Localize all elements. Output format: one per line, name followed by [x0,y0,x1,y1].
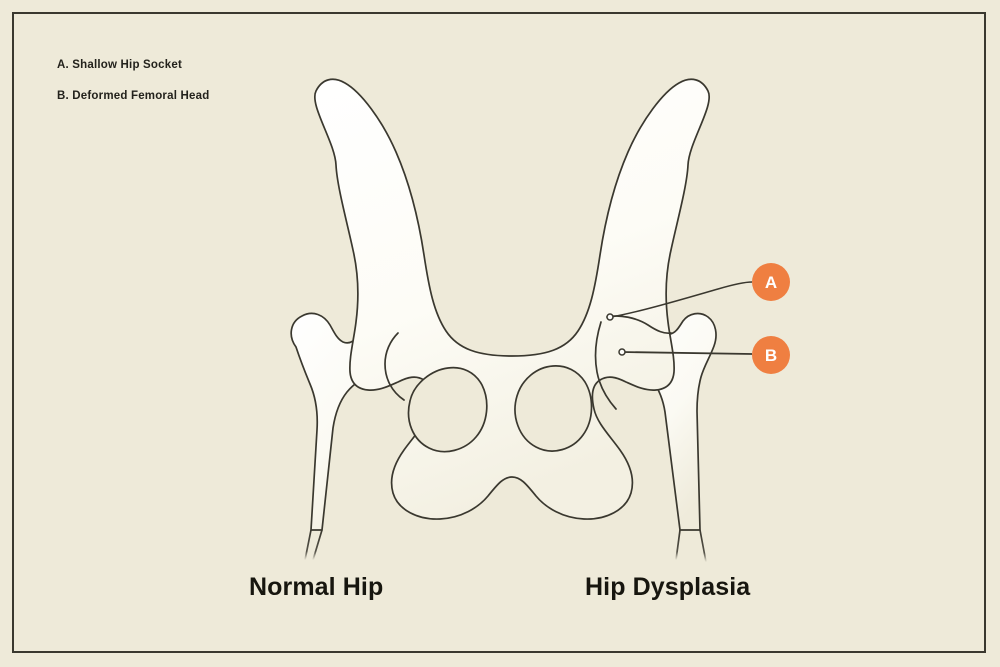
callout-a-leader-line [610,281,753,318]
callout-a[interactable]: A [606,263,790,321]
callout-b[interactable]: B [618,336,790,374]
callout-b-anchor-dot [618,348,626,356]
obturator-foramen-left [407,366,488,453]
dysplastic-femur-shaft-medial [675,529,681,561]
callout-b-label: B [765,346,777,365]
normal-acetabulum [384,332,405,401]
callout-a-anchor-dot [606,313,614,321]
normal-femur-shaft-lateral [312,529,323,561]
dysplastic-acetabular-rim [594,321,617,410]
pelvic-girdle [313,78,711,520]
pelvis-outline [313,78,711,520]
caption-normal-hip: Normal Hip [249,573,384,601]
callout-b-badge[interactable] [752,336,790,374]
obturator-foramen-right [514,365,593,452]
callout-a-label: A [765,273,777,292]
caption-hip-dysplasia: Hip Dysplasia [585,573,751,601]
callout-a-badge[interactable] [752,263,790,301]
normal-femur-shaft-medial [304,529,312,561]
legend: A. Shallow Hip Socket B. Deformed Femora… [57,59,377,121]
legend-item-b: B. Deformed Femoral Head [57,89,210,102]
legend-item-a: A. Shallow Hip Socket [57,59,182,71]
dysplastic-femur-shaft-lateral [699,529,707,563]
callout-b-leader-line [621,351,753,355]
